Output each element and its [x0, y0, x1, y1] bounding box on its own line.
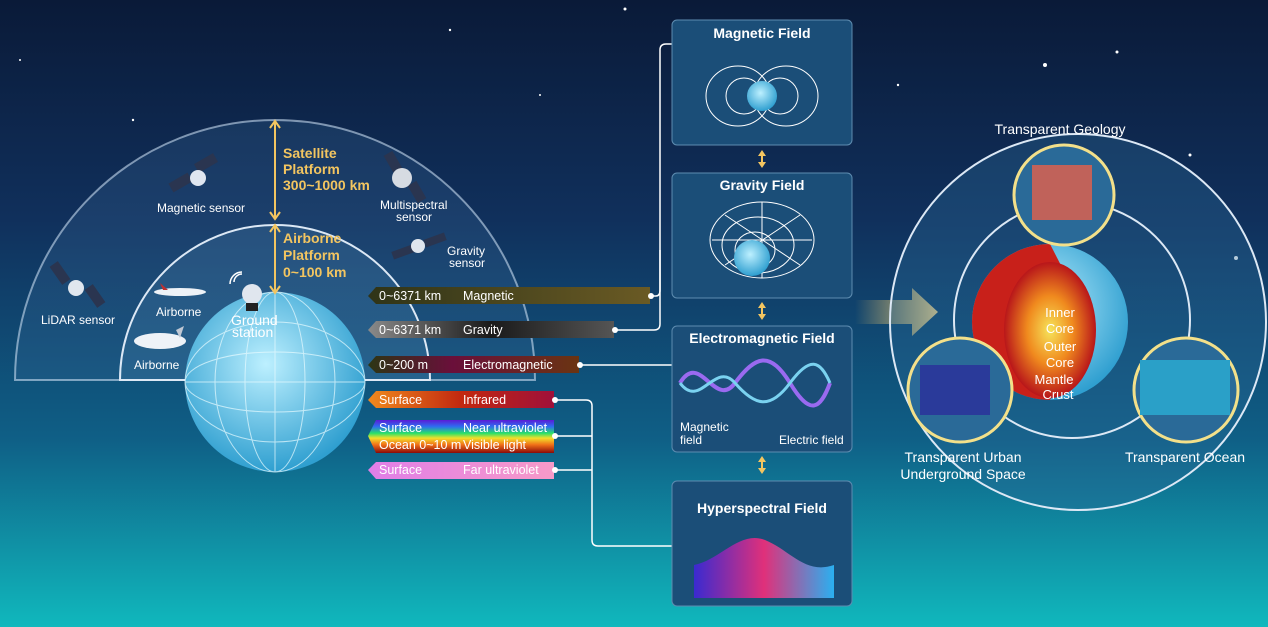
svg-text:Inner: Inner — [1045, 305, 1075, 320]
bar-range: 0~200 m — [379, 358, 428, 372]
bar-range: Ocean 0~10 m — [379, 438, 461, 452]
lidar-sensor-label: LiDAR sensor — [41, 313, 115, 327]
gravity-field-panel: Gravity Field — [671, 172, 853, 299]
transparent-ocean-label: Transparent Ocean — [1125, 449, 1245, 465]
gravity-sensor-label: Gravity — [447, 244, 485, 258]
multispectral-sensor-label-2: sensor — [396, 210, 432, 224]
ocean-bubble — [1132, 336, 1240, 444]
magnetic-bar: 0~6371 km Magnetic — [368, 287, 650, 304]
svg-text:Outer: Outer — [1044, 339, 1077, 354]
bar-type: Visible light — [463, 438, 527, 452]
ground-station-label-2: station — [232, 324, 273, 340]
far-ultraviolet-bar: Surface Far ultraviolet — [368, 462, 554, 479]
ground-station-label: Ground — [231, 312, 278, 328]
svg-text:Crust: Crust — [1042, 387, 1073, 402]
earth-icon — [734, 240, 770, 276]
satellite-platform-range: 300~1000 km — [283, 177, 370, 193]
urban-bubble — [906, 336, 1014, 444]
transparent-urban-label-2: Underground Space — [900, 466, 1026, 482]
airborne-platform-label: Airborne — [283, 230, 342, 246]
airship-icon — [134, 326, 186, 349]
earth-icon — [747, 81, 777, 111]
transparent-geology-label: Transparent Geology — [995, 121, 1126, 137]
airplane-icon — [154, 283, 206, 296]
height-arrows — [269, 119, 281, 295]
bar-type: Electromagnetic — [463, 358, 553, 372]
bar-range: Surface — [379, 393, 422, 407]
ground-station-icon — [229, 271, 262, 311]
airborne-platform-range: 0~100 km — [283, 264, 346, 280]
globe-icon — [184, 291, 366, 473]
lidar-satellite-icon — [49, 261, 106, 308]
earth-layer-labels: Inner Core Outer Core Mantle Crust — [1034, 305, 1076, 402]
electromagnetic-field-panel: Electromagnetic Field Magnetic field Ele… — [671, 325, 853, 453]
em-electric-label: Electric field — [779, 433, 844, 447]
bar-type: Infrared — [463, 393, 506, 407]
airborne-label-2: Airborne — [134, 358, 180, 372]
satellite-platform-label: Satellite — [283, 145, 337, 161]
multispectral-sensor-label: Multispectral — [380, 198, 447, 212]
bar-range: Surface — [379, 421, 422, 435]
panel-title: Electromagnetic Field — [689, 330, 834, 346]
transparent-urban-label: Transparent Urban — [905, 449, 1022, 465]
svg-text:Core: Core — [1046, 355, 1074, 370]
airborne-label-1: Airborne — [156, 305, 202, 319]
geology-bubble — [1012, 143, 1116, 247]
svg-text:Core: Core — [1046, 321, 1074, 336]
magnetic-field-panel: Magnetic Field — [671, 19, 853, 146]
panel-title: Hyperspectral Field — [697, 500, 827, 516]
bar-range: 0~6371 km — [379, 323, 441, 337]
electromagnetic-bar: 0~200 m Electromagnetic — [368, 356, 579, 373]
bar-range: Surface — [379, 463, 422, 477]
panel-link-arrows — [758, 150, 766, 474]
bar-type: Magnetic — [463, 289, 514, 303]
em-magnetic-label-2: field — [680, 433, 702, 447]
satellite-platform-label-2: Platform — [283, 161, 340, 177]
bar-type: Far ultraviolet — [463, 463, 539, 477]
magnetic-satellite-icon — [168, 153, 219, 193]
bar-type: Near ultraviolet — [463, 421, 548, 435]
bar-range: 0~6371 km — [379, 289, 441, 303]
gravity-satellite-icon — [391, 232, 447, 260]
stars — [19, 7, 1238, 260]
magnetic-sensor-label: Magnetic sensor — [157, 201, 245, 215]
infrared-bar: Surface Infrared — [368, 391, 554, 408]
panel-title: Gravity Field — [720, 177, 805, 193]
hyperspectral-field-panel: Hyperspectral Field — [671, 480, 853, 607]
bar-type: Gravity — [463, 323, 503, 337]
transition-arrow-icon — [855, 288, 938, 336]
svg-text:Mantle: Mantle — [1034, 372, 1073, 387]
multispectral-satellite-icon — [383, 150, 427, 204]
gravity-bar: 0~6371 km Gravity — [368, 321, 614, 338]
gravity-sensor-label-2: sensor — [449, 256, 485, 270]
panel-title: Magnetic Field — [713, 25, 810, 41]
airborne-platform-label-2: Platform — [283, 247, 340, 263]
em-magnetic-label: Magnetic — [680, 420, 729, 434]
connector-lines — [555, 43, 672, 547]
